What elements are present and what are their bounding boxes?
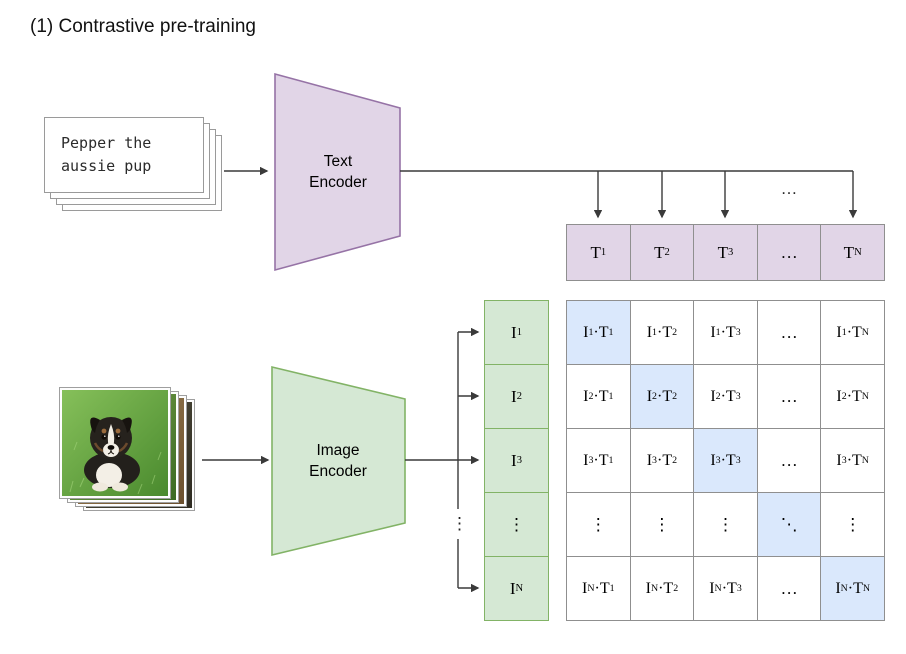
caption-line-2: aussie pup bbox=[61, 157, 152, 175]
text-encoder-label: Text Encoder bbox=[309, 153, 367, 191]
similarity-cell: ⋮ bbox=[630, 493, 695, 557]
text-encoder-shape bbox=[274, 72, 401, 272]
image-encoder-label: Image Encoder bbox=[309, 442, 367, 480]
similarity-cell: … bbox=[757, 301, 822, 365]
text-input-card-stack: Pepper the aussie pup bbox=[44, 117, 224, 213]
similarity-cell: ⋮ bbox=[821, 493, 885, 557]
similarity-cell-diagonal: ⋱ bbox=[757, 493, 822, 557]
image-branch-ellipsis: ⋮ bbox=[451, 509, 468, 539]
figure-title: (1) Contrastive pre-training bbox=[30, 16, 256, 37]
caption-line-1: Pepper the bbox=[61, 134, 152, 152]
similarity-cell: … bbox=[757, 557, 822, 621]
puppy-photo bbox=[60, 388, 170, 498]
image-embedding-cell: ⋮ bbox=[485, 492, 548, 556]
text-branch-ellipsis: … bbox=[781, 181, 797, 198]
similarity-cell: … bbox=[757, 429, 822, 493]
text-card-front: Pepper the aussie pup bbox=[44, 117, 204, 193]
puppy-illustration bbox=[62, 390, 168, 496]
puppy bbox=[84, 417, 140, 492]
image-encoder-shape bbox=[271, 365, 406, 557]
image-input-photo-stack bbox=[60, 388, 200, 514]
similarity-cell: ⋮ bbox=[694, 493, 758, 557]
text-embedding-cell: … bbox=[756, 225, 821, 280]
similarity-cell: … bbox=[757, 365, 822, 429]
similarity-cell: ⋮ bbox=[567, 493, 631, 557]
